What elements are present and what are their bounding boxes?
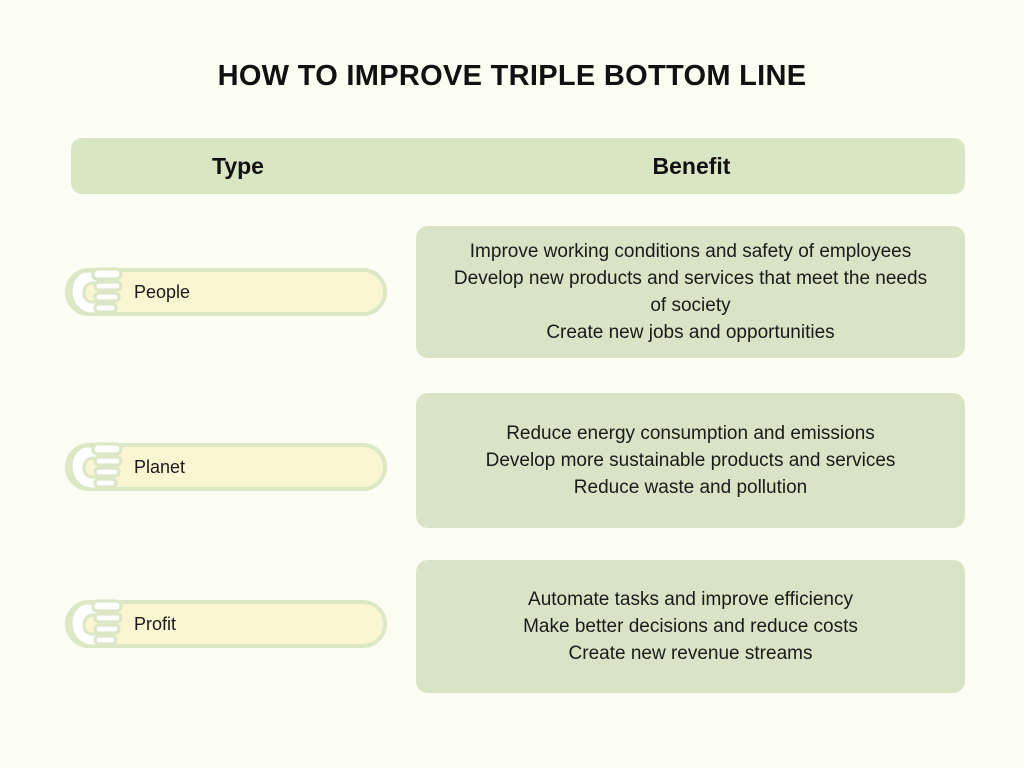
pointing-hand-icon [69,442,123,491]
type-label: Planet [134,457,186,477]
type-label: People [134,282,191,302]
table-header-row: Type Benefit [71,138,965,194]
benefit-line: Create new jobs and opportunities [546,322,835,343]
type-label: Profit [134,614,177,634]
benefit-block: Reduce energy consumption and emissions … [416,393,965,528]
benefit-line: Develop more sustainable products and se… [485,450,896,471]
benefit-line: Reduce energy consumption and emissions [506,423,875,444]
pointing-hand-icon [69,599,123,648]
benefit-line: Develop new products and services that m… [453,268,928,316]
benefit-line: Improve working conditions and safety of… [469,241,912,262]
benefit-line: Reduce waste and pollution [573,477,808,498]
benefit-line: Make better decisions and reduce costs [523,616,858,637]
benefit-line: Create new revenue streams [568,643,813,664]
benefit-block: Automate tasks and improve efficiency Ma… [416,560,965,693]
pointing-hand-icon [69,267,123,316]
benefit-block: Improve working conditions and safety of… [416,226,965,358]
type-pill-profit[interactable] [65,600,387,648]
page-title: HOW TO IMPROVE TRIPLE BOTTOM LINE [217,60,807,92]
column-header-type: Type [212,153,264,179]
column-header-benefit: Benefit [652,153,731,179]
benefit-line: Automate tasks and improve efficiency [528,589,853,610]
